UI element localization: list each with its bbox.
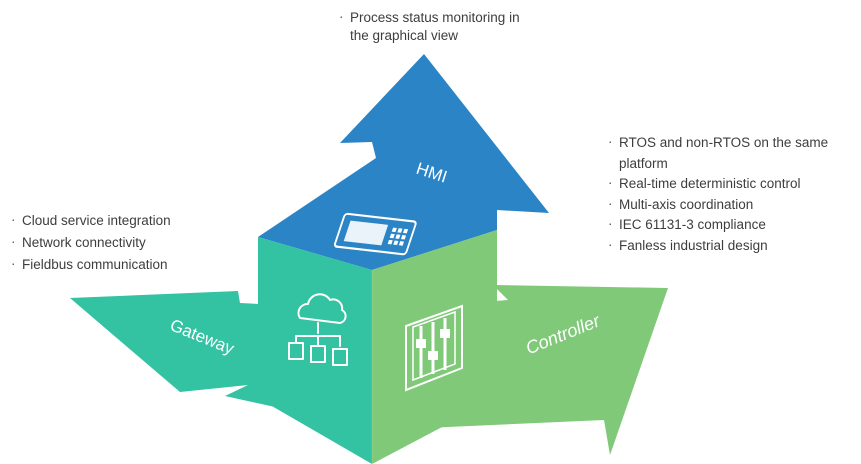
control-sliders-icon: [405, 304, 463, 392]
cube-left-face: [258, 237, 372, 464]
controller-feature: RTOS and non-RTOS on the same platform: [608, 132, 859, 174]
gateway-feature: Fieldbus communication: [11, 253, 171, 276]
hmi-feature-list: Process status monitoring in the graphic…: [339, 8, 540, 45]
hmi-arrow: [258, 54, 549, 270]
touch-panel-icon: [333, 212, 417, 256]
controller-feature: Real-time deterministic control: [608, 173, 859, 195]
controller-feature: Fanless industrial design: [608, 235, 859, 257]
controller-feature: Multi-axis coordination: [608, 194, 859, 216]
cloud-network-icon: [288, 293, 348, 366]
hmi-feature: Process status monitoring in the graphic…: [339, 8, 540, 45]
gateway-feature: Cloud service integration: [11, 209, 171, 232]
controller-feature: IEC 61131-3 compliance: [608, 214, 859, 236]
controller-feature-list: RTOS and non-RTOS on the same platform R…: [608, 132, 859, 257]
gateway-feature: Network connectivity: [11, 231, 171, 254]
gateway-feature-list: Cloud service integration Network connec…: [11, 209, 171, 276]
